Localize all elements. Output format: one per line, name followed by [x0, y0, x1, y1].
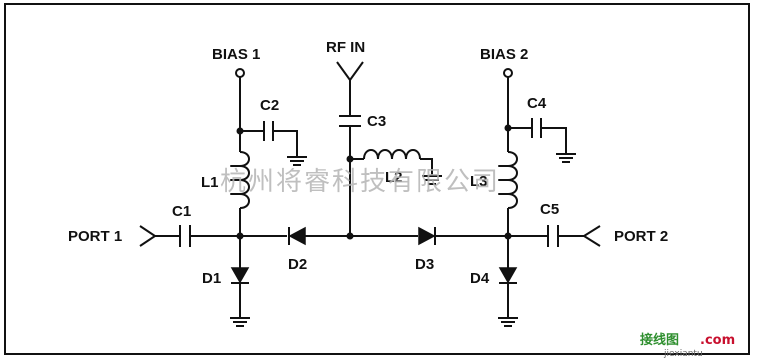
- logo-pinyin: jiexiantu: [663, 349, 703, 359]
- capacitor-c5: [547, 225, 559, 247]
- diode-d3: [418, 226, 436, 246]
- ground-c2: [287, 156, 307, 166]
- label-c2: C2: [260, 97, 279, 114]
- label-d3: D3: [415, 256, 434, 273]
- port2-terminal: [582, 225, 601, 247]
- label-c1: C1: [172, 203, 191, 220]
- diode-d1: [230, 267, 250, 318]
- bias1-terminal: [235, 68, 245, 78]
- inductor-l3: [498, 151, 518, 209]
- frame-border: [4, 3, 750, 355]
- inductor-l2: [350, 149, 433, 176]
- capacitor-c1: [179, 225, 191, 247]
- watermark-company: 杭州将睿科技有限公司: [220, 167, 500, 197]
- port1-terminal: [139, 225, 157, 247]
- capacitor-c4: [508, 118, 567, 154]
- inductor-l1: [230, 151, 250, 209]
- label-c4: C4: [527, 95, 547, 112]
- capacitor-c3: [339, 115, 361, 127]
- label-l3: L3: [470, 173, 488, 190]
- label-d1: D1: [202, 270, 221, 287]
- ground-l2: [422, 175, 442, 185]
- logo-dot-com: .com: [700, 333, 735, 348]
- label-bias2: BIAS 2: [480, 46, 528, 63]
- site-logo: 接线图 .com jiexiantu: [640, 332, 735, 359]
- bias2-terminal: [503, 68, 513, 78]
- capacitor-c2: [240, 121, 298, 157]
- diode-d2: [288, 226, 306, 246]
- label-d2: D2: [288, 256, 307, 273]
- label-bias1: BIAS 1: [212, 46, 260, 63]
- label-l1: L1: [201, 174, 219, 191]
- logo-cn: 接线图: [640, 332, 679, 348]
- label-c3: C3: [367, 113, 386, 130]
- ground-d4: [498, 317, 518, 327]
- label-port2: PORT 2: [614, 228, 668, 245]
- rf-in-antenna: [336, 61, 364, 82]
- ground-d1: [230, 317, 250, 327]
- label-port1: PORT 1: [68, 228, 122, 245]
- diode-d4: [498, 267, 518, 318]
- label-rf-in: RF IN: [326, 39, 365, 56]
- label-l2: L2: [385, 169, 403, 186]
- label-c5: C5: [540, 201, 559, 218]
- ground-c4: [556, 153, 576, 163]
- label-d4: D4: [470, 270, 490, 287]
